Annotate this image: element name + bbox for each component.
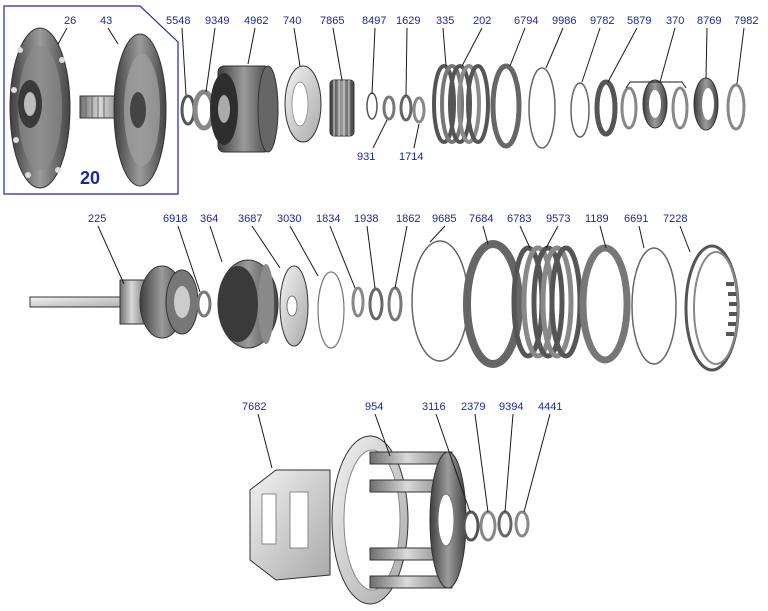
part-5879-ring xyxy=(594,79,618,137)
part-6794-pressure-plate xyxy=(490,63,522,149)
part-1938-washer xyxy=(368,287,384,321)
label-1629: 1629 xyxy=(396,15,420,27)
part-6691-snap-ring xyxy=(631,247,677,365)
part-1629-washer xyxy=(399,94,413,122)
label-9394: 9394 xyxy=(499,401,523,413)
label-9986: 9986 xyxy=(552,15,576,27)
label-7682: 7682 xyxy=(242,401,266,413)
row3-parts xyxy=(249,435,530,605)
part-7682-planet-carrier xyxy=(249,469,331,581)
part-225-output-shaft xyxy=(29,265,199,339)
part-9986-snap-ring xyxy=(528,67,556,149)
label-225: 225 xyxy=(88,213,106,225)
part-954-drum-housing xyxy=(331,435,467,605)
part-9782-snap-ring xyxy=(570,82,590,138)
part-labels: 26 43 5548 9349 4962 740 7865 8497 1629 … xyxy=(64,15,758,413)
label-5548: 5548 xyxy=(166,15,190,27)
part-7865-clutch-hub xyxy=(329,79,355,137)
group-box xyxy=(3,5,179,195)
label-1189: 1189 xyxy=(585,213,609,225)
part-8769-race xyxy=(693,77,719,131)
part-1714-washer xyxy=(412,96,426,124)
label-9782: 9782 xyxy=(590,15,614,27)
label-9685: 9685 xyxy=(432,213,456,225)
label-9573: 9573 xyxy=(546,213,570,225)
label-335: 335 xyxy=(436,15,454,27)
part-8497-snap-ring xyxy=(366,92,378,120)
label-3030: 3030 xyxy=(277,213,301,225)
label-6783: 6783 xyxy=(507,213,531,225)
part-931-washer xyxy=(382,95,396,121)
label-1834: 1834 xyxy=(316,213,340,225)
label-6691: 6691 xyxy=(624,213,648,225)
label-6794: 6794 xyxy=(514,15,538,27)
label-43: 43 xyxy=(100,15,112,27)
label-2379: 2379 xyxy=(461,401,485,413)
label-4441: 4441 xyxy=(538,401,562,413)
label-7982: 7982 xyxy=(734,15,758,27)
label-6918: 6918 xyxy=(163,213,187,225)
part-335-clutch-pack xyxy=(432,64,472,144)
label-5879: 5879 xyxy=(627,15,651,27)
leader-lines xyxy=(57,27,745,513)
label-9349: 9349 xyxy=(205,15,229,27)
part-1189-pressure-plate xyxy=(579,244,631,364)
label-931: 931 xyxy=(357,151,375,163)
part-364-ring-gear xyxy=(217,259,279,349)
part-7228-one-way-clutch xyxy=(684,244,740,372)
pump-body xyxy=(9,27,71,189)
pump-assembly-group: 20 xyxy=(3,5,179,195)
part-7982-washer xyxy=(726,83,746,131)
row2-parts xyxy=(29,240,740,372)
part-3687-sun-gear xyxy=(279,265,309,347)
label-1938: 1938 xyxy=(354,213,378,225)
label-954: 954 xyxy=(365,401,383,413)
label-8497: 8497 xyxy=(362,15,386,27)
label-3687: 3687 xyxy=(238,213,262,225)
part-3116-washer xyxy=(462,510,480,542)
part-5548-washer xyxy=(180,94,196,126)
part-2379-washer xyxy=(479,510,497,542)
row1-parts xyxy=(180,63,746,153)
label-3116: 3116 xyxy=(422,401,446,413)
label-7865: 7865 xyxy=(320,15,344,27)
part-1862-washer xyxy=(387,286,403,322)
label-4962: 4962 xyxy=(244,15,268,27)
part-1834-washer xyxy=(351,286,365,318)
part-3030-snap-ring xyxy=(317,271,345,349)
part-7684-pressure-plate xyxy=(463,240,523,368)
pump-stator xyxy=(79,33,167,187)
label-7228: 7228 xyxy=(663,213,687,225)
part-9685-snap-ring xyxy=(411,240,469,362)
label-370: 370 xyxy=(666,15,684,27)
part-4441-washer xyxy=(514,510,530,538)
group-badge: 20 xyxy=(80,168,100,188)
label-202: 202 xyxy=(473,15,491,27)
part-740-piston xyxy=(284,65,322,143)
part-9394-washer xyxy=(497,510,513,538)
label-8769: 8769 xyxy=(697,15,721,27)
label-740: 740 xyxy=(283,15,301,27)
part-4962-drum xyxy=(210,65,279,153)
label-1714: 1714 xyxy=(399,151,423,163)
label-7684: 7684 xyxy=(469,213,493,225)
part-6918-washer xyxy=(196,290,212,318)
part-370-sprag-assembly xyxy=(620,79,689,130)
label-1862: 1862 xyxy=(396,213,420,225)
part-202-clutch-plates xyxy=(457,64,490,144)
label-364: 364 xyxy=(200,213,218,225)
label-26: 26 xyxy=(64,15,76,27)
